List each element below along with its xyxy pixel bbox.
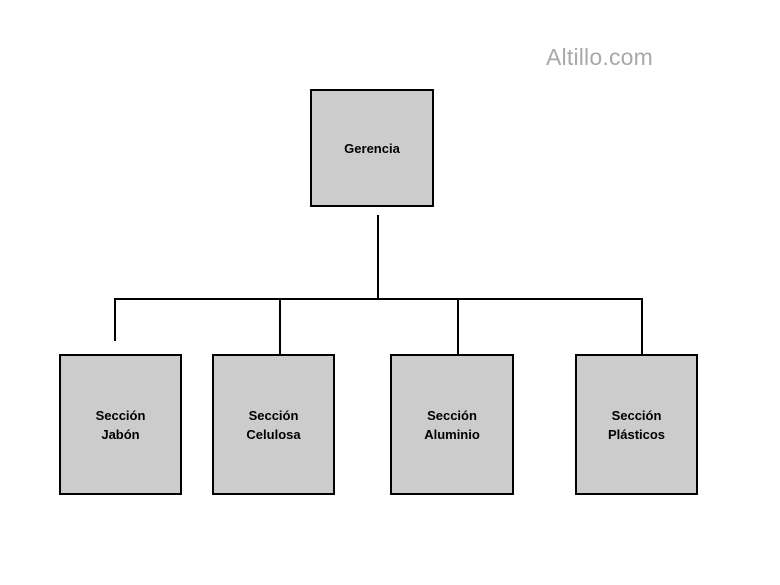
node-label-line1: Sección [248,407,299,423]
node-seccion-aluminio: Sección Aluminio [390,354,514,495]
node-gerencia-label: Gerencia [344,140,400,156]
node-gerencia: Gerencia [310,89,434,207]
node-label-line2: Celulosa [246,426,301,442]
node-label-line1: Sección [95,407,146,423]
node-label-line2: Aluminio [424,426,480,442]
node-label-line1: Sección [611,407,662,423]
node-seccion-plasticos: Sección Plásticos [575,354,698,495]
node-label-line2: Plásticos [607,426,666,442]
node-label-line1: Sección [427,407,477,423]
node-label-line2: Jabón [101,426,140,442]
node-seccion-celulosa: Sección Celulosa [212,354,335,495]
watermark-logo: Altillo.com [546,44,654,70]
node-seccion-jabon: Sección Jabón [59,354,182,495]
